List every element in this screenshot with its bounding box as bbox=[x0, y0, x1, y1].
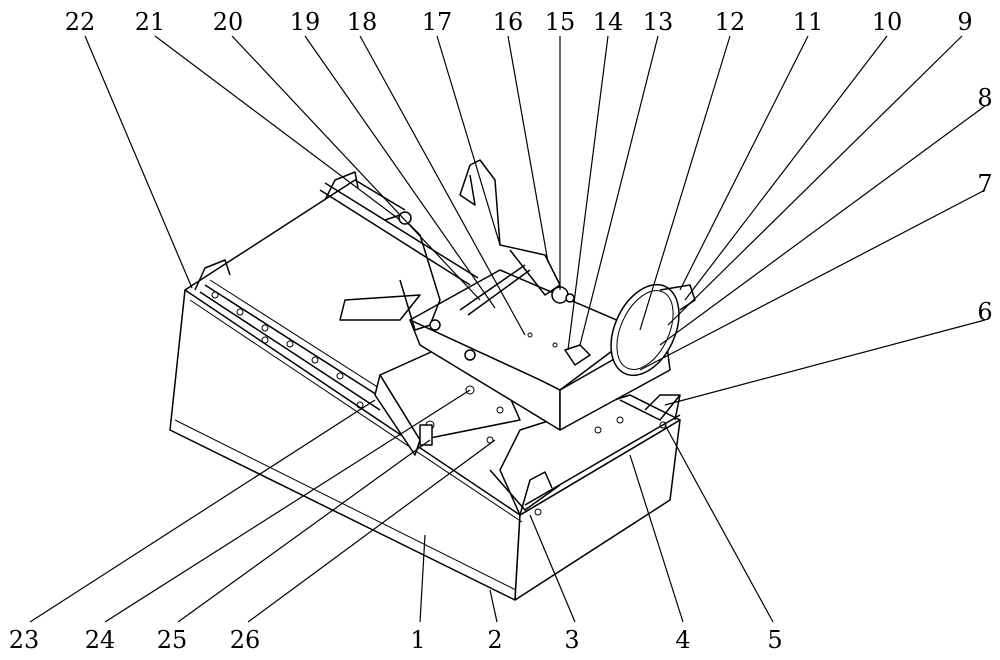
base-box bbox=[169, 179, 681, 601]
label-6: 6 bbox=[977, 298, 992, 326]
label-24: 24 bbox=[85, 626, 116, 654]
left-rail bbox=[194, 171, 479, 411]
label-12: 12 bbox=[715, 8, 746, 36]
label-13: 13 bbox=[643, 8, 674, 36]
label-23: 23 bbox=[9, 626, 40, 654]
label-11: 11 bbox=[793, 8, 824, 36]
label-26: 26 bbox=[230, 626, 261, 654]
label-25: 25 bbox=[157, 626, 188, 654]
label-9: 9 bbox=[957, 8, 972, 36]
label-15: 15 bbox=[545, 8, 576, 36]
label-10: 10 bbox=[872, 8, 903, 36]
reference-numerals: 22 21 20 19 18 17 16 15 14 13 12 11 10 9… bbox=[9, 8, 993, 654]
label-8: 8 bbox=[977, 84, 992, 112]
label-5: 5 bbox=[767, 626, 782, 654]
label-21: 21 bbox=[135, 8, 166, 36]
label-20: 20 bbox=[213, 8, 244, 36]
label-19: 19 bbox=[290, 8, 321, 36]
leader-lines bbox=[29, 35, 986, 623]
label-4: 4 bbox=[675, 626, 690, 654]
label-1: 1 bbox=[410, 626, 425, 654]
label-22: 22 bbox=[65, 8, 96, 36]
label-18: 18 bbox=[347, 8, 378, 36]
label-7: 7 bbox=[977, 170, 992, 198]
label-3: 3 bbox=[564, 626, 579, 654]
tilting-plate bbox=[384, 159, 696, 431]
label-16: 16 bbox=[493, 8, 524, 36]
label-17: 17 bbox=[422, 8, 453, 36]
label-2: 2 bbox=[487, 626, 502, 654]
label-14: 14 bbox=[593, 8, 624, 36]
